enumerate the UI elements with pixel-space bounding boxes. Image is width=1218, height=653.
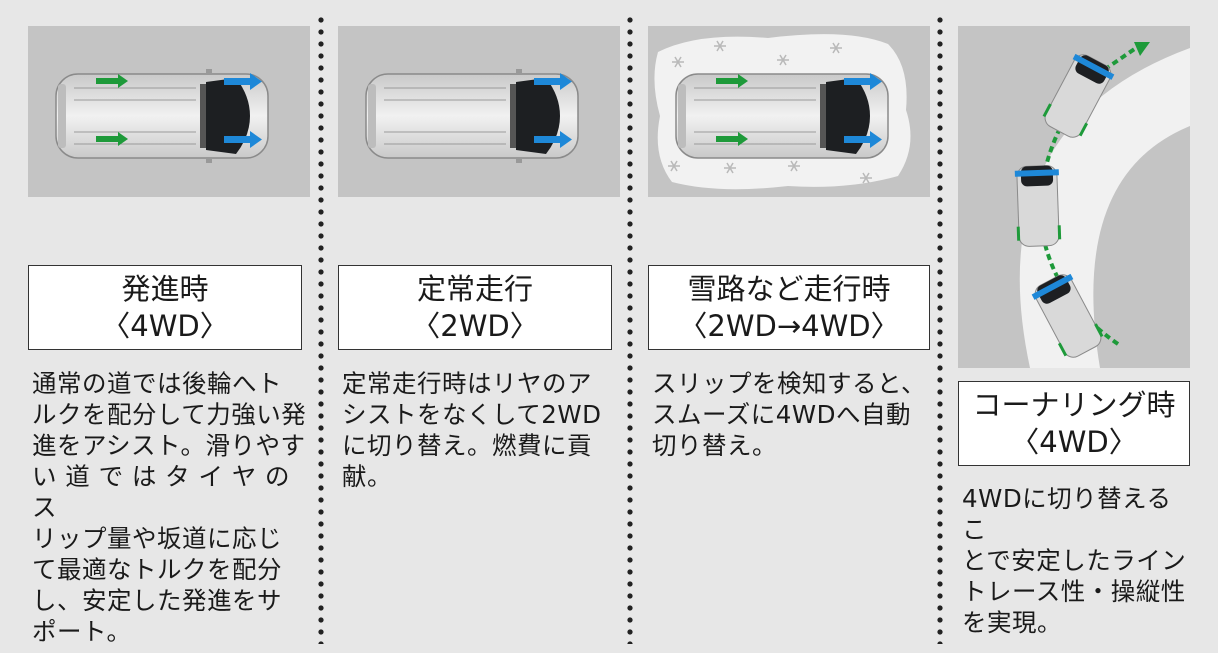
mode-description: 4WDに切り替えるこ とで安定したライン トレース性・操縦性 を実現。 <box>962 484 1187 637</box>
mode-title: 雪路など走行時 <box>687 271 891 306</box>
mode-drive: 〈2WD〉 <box>411 308 539 343</box>
mode-label-cruise: 定常走行 〈2WD〉 <box>338 265 612 350</box>
mode-title: 発進時 <box>121 271 209 306</box>
car-icon <box>1042 53 1115 138</box>
car-top-view-4wd <box>55 69 269 163</box>
mode-label-snow: 雪路など走行時 〈2WD→4WD〉 <box>648 265 930 350</box>
car-icon <box>1031 273 1104 358</box>
illustration-snow <box>648 26 930 197</box>
dotted-divider <box>318 14 324 644</box>
cornering-diagram <box>1014 42 1190 368</box>
panel-snow: 雪路など走行時 〈2WD→4WD〉 スリップを検知すると、 スムーズに4WDへ自… <box>648 0 930 653</box>
snowflake-icon <box>668 40 872 184</box>
panel-cruise: 定常走行 〈2WD〉 定常走行時はリヤのア シストをなくして2WD に切り替え。… <box>338 0 620 653</box>
trajectory-arrowhead <box>1134 42 1150 56</box>
mode-drive: 〈4WD〉 <box>101 308 229 343</box>
illustration-cruise <box>338 26 620 197</box>
mode-label-start: 発進時 〈4WD〉 <box>28 265 302 350</box>
mode-description: スリップを検知すると、 スムーズに4WDへ自動 切り替え。 <box>652 369 927 460</box>
mode-label-cornering: コーナリング時 〈4WD〉 <box>958 381 1190 466</box>
mode-description: 通常の道では後輪へト ルクを配分して力強い発 進をアシスト。滑りやす い 道 で… <box>32 369 307 646</box>
panel-start: 発進時 〈4WD〉 通常の道では後輪へト ルクを配分して力強い発 進をアシスト。… <box>28 0 310 653</box>
dotted-divider <box>937 14 943 644</box>
car-top-view-snow <box>654 34 911 190</box>
mode-title: コーナリング時 <box>972 387 1176 422</box>
mode-description: 定常走行時はリヤのア シストをなくして2WD に切り替え。燃費に貢 献。 <box>342 369 602 491</box>
dotted-divider <box>627 14 633 644</box>
panel-cornering: コーナリング時 〈4WD〉 4WDに切り替えるこ とで安定したライン トレース性… <box>958 0 1190 653</box>
mode-title: 定常走行 <box>416 271 533 306</box>
car-icon <box>1014 165 1062 247</box>
illustration-cornering <box>958 26 1190 368</box>
car-top-view-2wd <box>365 69 579 163</box>
mode-drive: 〈2WD→4WD〉 <box>678 308 900 343</box>
illustration-start <box>28 26 310 197</box>
mode-drive: 〈4WD〉 <box>1010 424 1138 459</box>
